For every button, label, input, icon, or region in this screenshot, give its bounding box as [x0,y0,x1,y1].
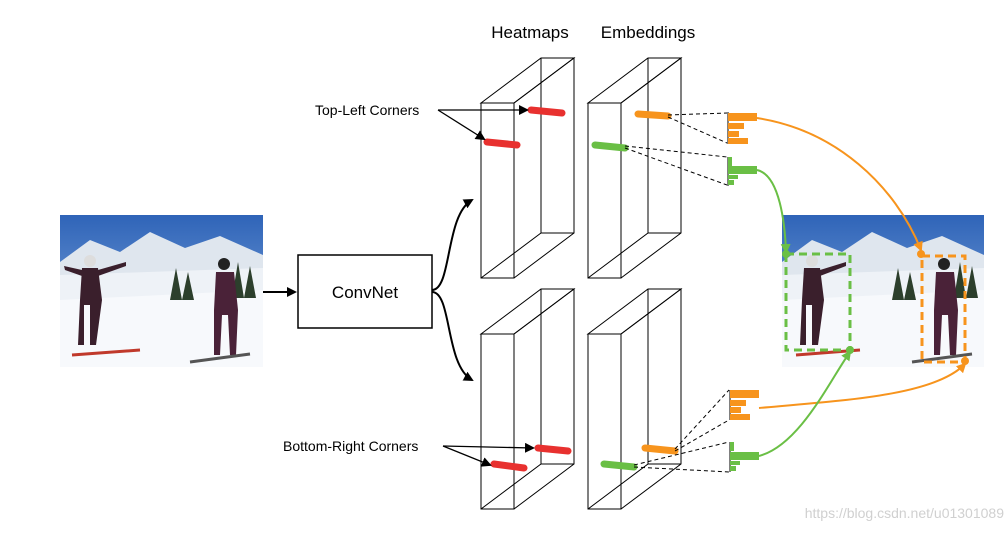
corner-dot [846,346,854,354]
branch-arrow-bottom [431,291,474,381]
heatmap-corner-mark [534,444,572,455]
embedding-block-top [586,57,683,279]
corner-dot [782,250,790,258]
input-image [60,215,263,367]
embedding-mark-orange-bottom [641,444,679,455]
heatmap-block-top [479,57,576,279]
embedding-vector-green-top [727,157,757,186]
bottom-right-corners-label: Bottom-Right Corners [283,438,418,454]
embedding-vector-orange-bottom [729,390,759,420]
orange-link-top [756,117,923,252]
embedding-mark-green-top [591,141,629,152]
convnet-label: ConvNet [332,283,398,302]
convnet-box: ConvNet [297,254,433,329]
embeddings-header: Embeddings [601,23,696,42]
heatmap-corner-mark [483,138,521,149]
embedding-vector-green-bottom [729,442,759,472]
embedding-mark-orange-top [634,110,672,120]
green-bounding-box [784,252,852,352]
projection-lines [624,112,730,473]
label-arrow [437,109,486,141]
label-arrow [442,442,535,453]
corner-dot [917,250,925,258]
embedding-mark-green-bottom [600,460,638,471]
heatmap-corner-mark [490,460,528,472]
heatmap-corner-mark [527,106,566,117]
watermark: https://blog.csdn.net/u01301089 [805,505,1004,521]
branch-arrow-top [431,199,474,291]
green-link-top [756,169,791,254]
heatmap-block-bottom [479,288,576,510]
embedding-vector-orange-top [727,112,757,144]
top-left-corners-label: Top-Left Corners [315,102,419,118]
orange-link-bottom [758,362,967,409]
heatmaps-header: Heatmaps [491,23,568,42]
orange-bounding-box [920,254,967,364]
green-link-bottom [758,350,852,457]
corner-dot [961,357,969,365]
output-image [782,215,984,367]
embedding-block-bottom [586,288,683,510]
label-arrow [442,445,492,467]
